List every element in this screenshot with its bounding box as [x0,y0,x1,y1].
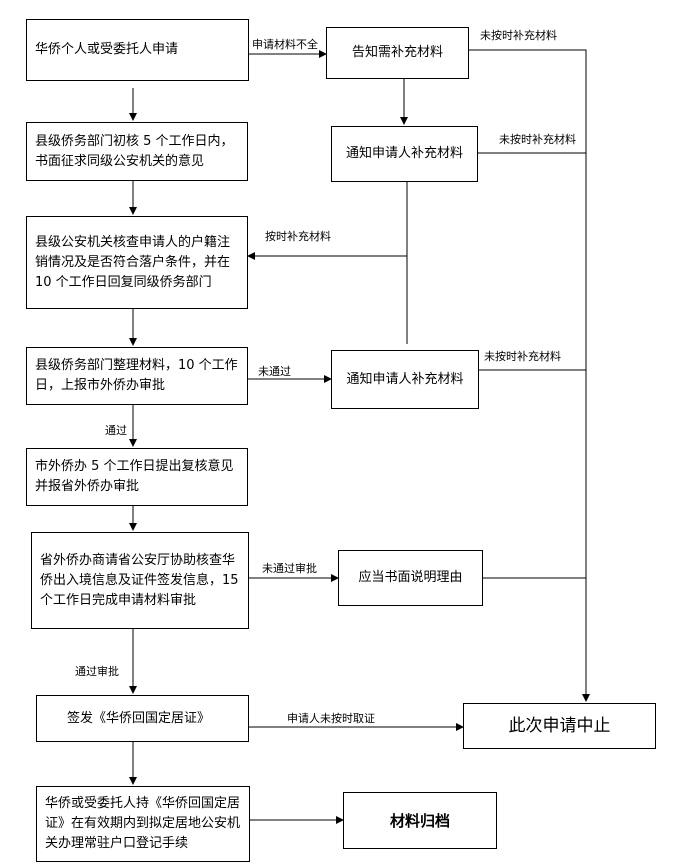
node-notify-applicant-2: 通知申请人补充材料 [331,350,479,409]
node-archive-text: 材料归档 [389,811,450,830]
node-issue-cert-text: 签发《华侨回国定居证》 [67,710,211,726]
label-approved: 通过审批 [75,665,119,678]
node-county-compile-text: 县级侨务部门整理材料，10 个工作日，上报市外侨办审批 [35,358,238,393]
node-explain-reason: 应当书面说明理由 [338,550,483,606]
node-county-review: 县级侨务部门初核 5 个工作日内，书面征求同级公安机关的意见 [26,122,248,181]
node-notify-applicant-1: 通知申请人补充材料 [331,126,478,182]
label-not-approved: 未通过审批 [262,562,317,575]
node-city-review-text: 市外侨办 5 个工作日提出复核意见并报省外侨办审批 [35,459,234,494]
node-notify-supplement: 告知需补充材料 [326,27,469,79]
node-province-review-text: 省外侨办商请省公安厅协助核查华侨出入境信息及证件签发信息，15 个工作日完成申请… [40,552,239,608]
node-province-review: 省外侨办商请省公安厅协助核查华侨出入境信息及证件签发信息，15 个工作日完成申请… [31,532,249,629]
label-incomplete: 申请材料不全 [252,38,318,51]
node-police-check-text: 县级公安机关核查申请人的户籍注销情况及是否符合落户条件，并在 10 个工作日回复… [35,234,231,290]
node-terminate-text: 此次申请中止 [508,716,611,736]
label-supplied-on-time: 按时补充材料 [265,230,331,243]
node-register-text: 华侨或受委托人持《华侨回国定居证》在有效期内到拟定居地公安机关办理常驻户口登记手… [45,796,241,851]
label-passed: 通过 [105,424,127,437]
node-county-review-text: 县级侨务部门初核 5 个工作日内，书面征求同级公安机关的意见 [35,133,234,169]
label-not-collected: 申请人未按时取证 [287,712,375,725]
node-archive: 材料归档 [343,792,497,849]
node-police-check: 县级公安机关核查申请人的户籍注销情况及是否符合落户条件，并在 10 个工作日回复… [26,216,248,309]
label-not-supplied-1: 未按时补充材料 [480,29,557,42]
node-explain-reason-text: 应当书面说明理由 [358,570,463,585]
label-not-passed: 未通过 [258,365,291,378]
label-not-supplied-3: 未按时补充材料 [484,350,561,363]
node-city-review: 市外侨办 5 个工作日提出复核意见并报省外侨办审批 [26,448,248,506]
edge-notify-to-terminate [469,49,590,702]
node-apply-text: 华侨个人或受委托人申请 [35,42,179,57]
node-notify-applicant-2-text: 通知申请人补充材料 [346,371,464,387]
node-apply: 华侨个人或受委托人申请 [26,19,249,81]
node-register: 华侨或受委托人持《华侨回国定居证》在有效期内到拟定居地公安机关办理常驻户口登记手… [36,786,250,862]
node-county-compile: 县级侨务部门整理材料，10 个工作日，上报市外侨办审批 [26,347,248,405]
node-notify-applicant-1-text: 通知申请人补充材料 [345,146,463,161]
label-not-supplied-2: 未按时补充材料 [499,133,576,146]
node-issue-cert: 签发《华侨回国定居证》 [36,695,249,742]
node-notify-supplement-text: 告知需补充材料 [351,45,443,60]
node-terminate: 此次申请中止 [463,703,656,749]
